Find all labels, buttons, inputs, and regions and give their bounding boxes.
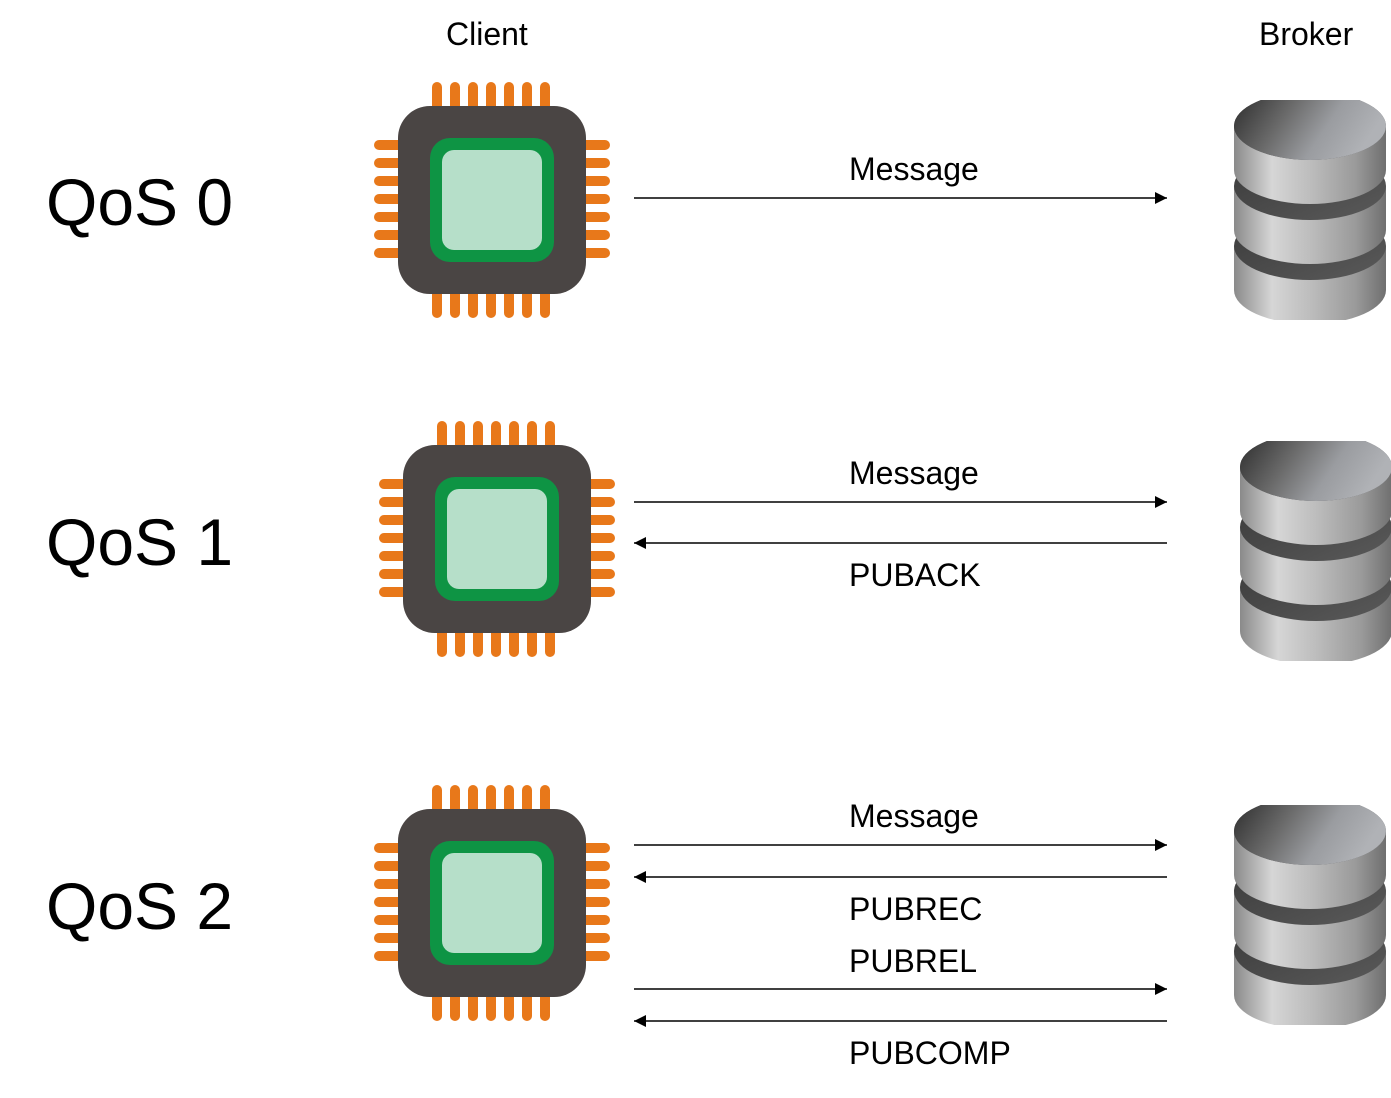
qos-2-message-label: Message [849, 798, 979, 834]
microchip-icon [377, 419, 617, 659]
database-icon [1230, 92, 1390, 324]
microchip-icon [372, 80, 612, 320]
database-icon [1236, 433, 1391, 665]
qos-0-message-label: Message [849, 151, 979, 187]
qos-1-label: QoS 1 [46, 505, 234, 579]
qos-2-pubrec-label: PUBREC [849, 891, 983, 927]
qos-2-pubcomp-label: PUBCOMP [849, 1035, 1011, 1071]
qos-1-puback-label: PUBACK [849, 557, 981, 593]
qos-2-pubrel-label: PUBREL [849, 943, 978, 979]
database-icon [1230, 797, 1390, 1029]
qos-1-message-label: Message [849, 455, 979, 491]
broker-column-header: Broker [1259, 16, 1354, 52]
microchip-icon [372, 783, 612, 1023]
client-column-header: Client [446, 16, 528, 52]
qos-0-label: QoS 0 [46, 165, 234, 239]
qos-2-label: QoS 2 [46, 869, 234, 943]
